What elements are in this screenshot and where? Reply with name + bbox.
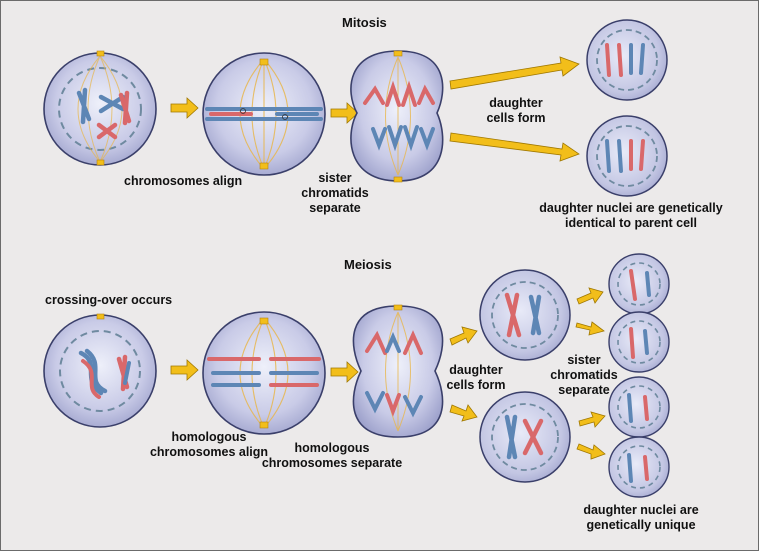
- mitosis-metaphase-cell: [202, 52, 326, 176]
- meiosis-final-cell-1: [608, 253, 670, 315]
- mitosis-arrow-to-daughter-bottom: [449, 132, 580, 162]
- meiosis-anaphase-cell: [352, 304, 444, 438]
- meiosis-arrow-2: [330, 361, 359, 383]
- meiosis-arrow-small-2: [575, 321, 605, 336]
- meiosis-metaphase-cell: [202, 311, 326, 435]
- meiosis-daughter-cell-top: [479, 269, 571, 361]
- mitosis-anaphase-cell: [350, 50, 444, 183]
- meiosis-arrow-small-4: [576, 443, 606, 460]
- meiosis-daughter-label: daughter cells form: [446, 363, 506, 392]
- meiosis-result-label: daughter nuclei are genetically unique: [583, 503, 699, 532]
- meiosis-daughter-cell-bottom: [479, 391, 571, 483]
- meiosis-arrow-small-1: [576, 287, 604, 305]
- mitosis-arrow-2: [330, 102, 359, 124]
- mitosis-result-label: daughter nuclei are genetically identica…: [539, 201, 723, 230]
- mitosis-separate-label: sister chromatids separate: [301, 171, 369, 215]
- meiosis-arrow-small-3: [578, 411, 606, 428]
- meiosis-sister-label: sister chromatids separate: [550, 353, 618, 397]
- mitosis-arrow-to-daughter-top: [449, 56, 580, 90]
- meiosis-title: Meiosis: [344, 257, 392, 272]
- meiosis-final-cell-2: [608, 311, 670, 373]
- mitosis-daughter-cell-top: [586, 19, 668, 101]
- mitosis-arrow-1: [170, 97, 199, 119]
- meiosis-arrow-to-daughter-top: [449, 326, 478, 346]
- meiosis-parent-cell: [43, 313, 157, 428]
- mitosis-parent-cell: [43, 50, 157, 166]
- meiosis-align-label: homologous chromosomes align: [149, 430, 269, 459]
- mitosis-daughter-label: daughter cells form: [486, 96, 546, 125]
- mitosis-align-label: chromosomes align: [124, 174, 243, 188]
- meiosis-final-cell-4: [608, 436, 670, 498]
- meiosis-arrow-1: [170, 359, 199, 381]
- mitosis-daughter-cell-bottom: [586, 115, 668, 197]
- meiosis-separate-label: homologous chromosomes separate: [261, 441, 403, 470]
- meiosis-crossing-label: crossing-over occurs: [45, 293, 173, 307]
- meiosis-arrow-to-daughter-bottom: [449, 404, 478, 422]
- mitosis-title: Mitosis: [342, 15, 387, 30]
